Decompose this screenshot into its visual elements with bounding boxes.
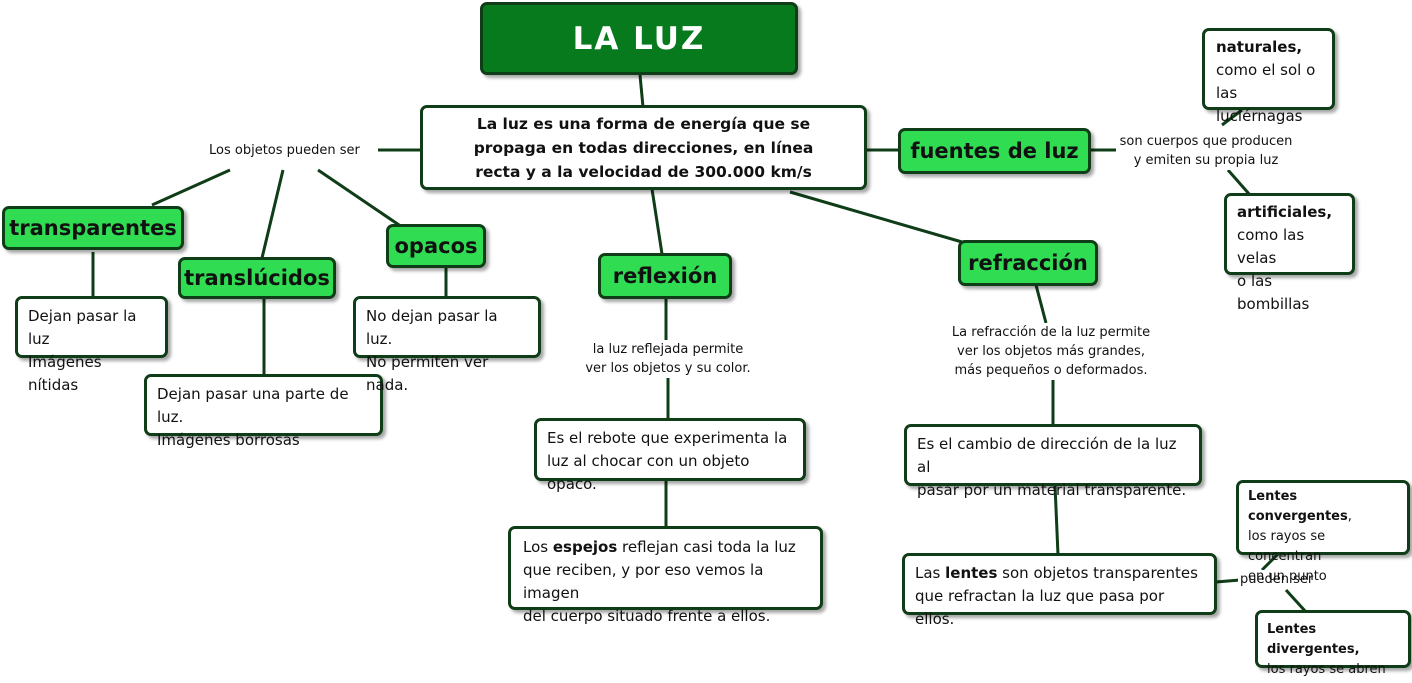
light-sources-link-label: son cuerpos que producen y emiten su pro… xyxy=(1116,132,1296,170)
light-definition-line-1: La luz es una forma de energía que se xyxy=(476,115,811,133)
convergent-lenses-box: Lentes convergentes, los rayos se concen… xyxy=(1236,480,1410,584)
light-definition-box: La luz es una forma de energía que se pr… xyxy=(420,105,867,190)
natural-sources-line-3: las luciérnagas xyxy=(1216,84,1303,125)
artificial-sources-box: artificiales, como las velas o las bombi… xyxy=(1224,193,1355,313)
opaque-node: opacos xyxy=(386,224,486,268)
convergent-lenses-keyword: Lentes convergentes xyxy=(1248,489,1348,524)
refraction-definition: Es el cambio de dirección de la luz al p… xyxy=(904,424,1202,499)
mirrors-line-2: que reciben, y por eso vemos la imagen xyxy=(523,561,764,602)
reflection-definition-line-2: luz al chocar con un objeto opaco. xyxy=(547,452,750,493)
mirrors-pre-text: Los xyxy=(523,538,553,556)
opaque-description-line-2: No permiten ver nada. xyxy=(366,353,489,394)
refraction-definition-line-1: Es el cambio de dirección de la luz al xyxy=(917,435,1177,476)
divergent-lenses-box: Lentes divergentes, los rayos se abren xyxy=(1255,610,1411,677)
natural-sources-line-2: como el sol o xyxy=(1216,61,1316,79)
transparent-description-line-1: Dejan pasar la luz xyxy=(28,307,137,348)
lenses-post-text: son objetos transparentes xyxy=(997,564,1198,582)
natural-sources-box: naturales, como el sol o las luciérnagas xyxy=(1202,28,1335,125)
refraction-link-label: La refracción de la luz permite ver los … xyxy=(941,323,1161,380)
convergent-lenses-line-3: en un punto xyxy=(1248,569,1327,584)
divergent-lenses-keyword: Lentes divergentes, xyxy=(1267,622,1360,657)
reflection-definition-line-1: Es el rebote que experimenta la xyxy=(547,429,788,447)
refraction-node: refracción xyxy=(958,240,1098,286)
artificial-sources-line-3: o las bombillas xyxy=(1237,272,1310,313)
refraction-link-label-line-3: más pequeños o deformados. xyxy=(954,363,1148,378)
reflection-link-label-line-2: ver los objetos y su color. xyxy=(585,361,751,376)
natural-sources-keyword: naturales, xyxy=(1216,38,1303,56)
translucent-description: Dejan pasar una parte de luz. Imágenes b… xyxy=(144,374,383,449)
lenses-keyword: lentes xyxy=(945,564,998,582)
mirrors-box: Los espejos reflejan casi toda la luz qu… xyxy=(508,526,823,625)
convergent-lenses-comma: , xyxy=(1347,509,1352,524)
reflection-definition: Es el rebote que experimenta la luz al c… xyxy=(534,418,806,493)
opaque-description-line-1: No dejan pasar la luz. xyxy=(366,307,498,348)
translucent-node: translúcidos xyxy=(178,257,336,299)
transparent-description: Dejan pasar la luz Imágenes nítidas xyxy=(15,296,168,394)
convergent-lenses-line-2: los rayos se concentran xyxy=(1248,529,1326,564)
light-definition-line-3: recta y a la velocidad de 300.000 km/s xyxy=(475,163,812,181)
artificial-sources-line-2: como las velas xyxy=(1237,226,1305,267)
light-definition-line-2: propaga en todas direcciones, en línea xyxy=(473,139,814,157)
transparent-node: transparentes xyxy=(2,206,184,250)
light-sources-node: fuentes de luz xyxy=(898,128,1091,174)
map-title: LA LUZ xyxy=(480,2,798,75)
lenses-line-2: que refractan la luz que pasa por ellos. xyxy=(915,587,1165,628)
translucent-description-line-1: Dejan pasar una parte de luz. xyxy=(157,385,349,426)
artificial-sources-keyword: artificiales, xyxy=(1237,203,1333,221)
lenses-link-label: pueden ser xyxy=(1238,570,1316,589)
lenses-box: Las lentes son objetos transparentes que… xyxy=(902,553,1217,628)
divergent-lenses-line-2: los rayos se abren xyxy=(1267,662,1386,677)
reflection-link-label-line-1: la luz reflejada permite xyxy=(592,342,744,357)
reflection-node: reflexión xyxy=(598,253,732,299)
reflection-link-label: la luz reflejada permite ver los objetos… xyxy=(578,340,758,378)
light-sources-link-label-line-2: y emiten su propia luz xyxy=(1133,153,1279,168)
objects-link-label: Los objetos pueden ser xyxy=(206,141,363,160)
mirrors-keyword: espejos xyxy=(552,538,618,556)
refraction-link-label-line-2: ver los objetos más grandes, xyxy=(957,344,1145,359)
lenses-pre-text: Las xyxy=(915,564,946,582)
refraction-definition-line-2: pasar por un material transparente. xyxy=(917,481,1187,499)
refraction-link-label-line-1: La refracción de la luz permite xyxy=(951,325,1151,340)
translucent-description-line-2: Imágenes borrosas xyxy=(157,431,300,449)
mirrors-post-text: reflejan casi toda la luz xyxy=(617,538,796,556)
opaque-description: No dejan pasar la luz. No permiten ver n… xyxy=(353,296,541,394)
mirrors-line-3: del cuerpo situado frente a ellos. xyxy=(523,607,771,625)
transparent-description-line-2: Imágenes nítidas xyxy=(28,353,102,394)
light-sources-link-label-line-1: son cuerpos que producen xyxy=(1119,134,1293,149)
